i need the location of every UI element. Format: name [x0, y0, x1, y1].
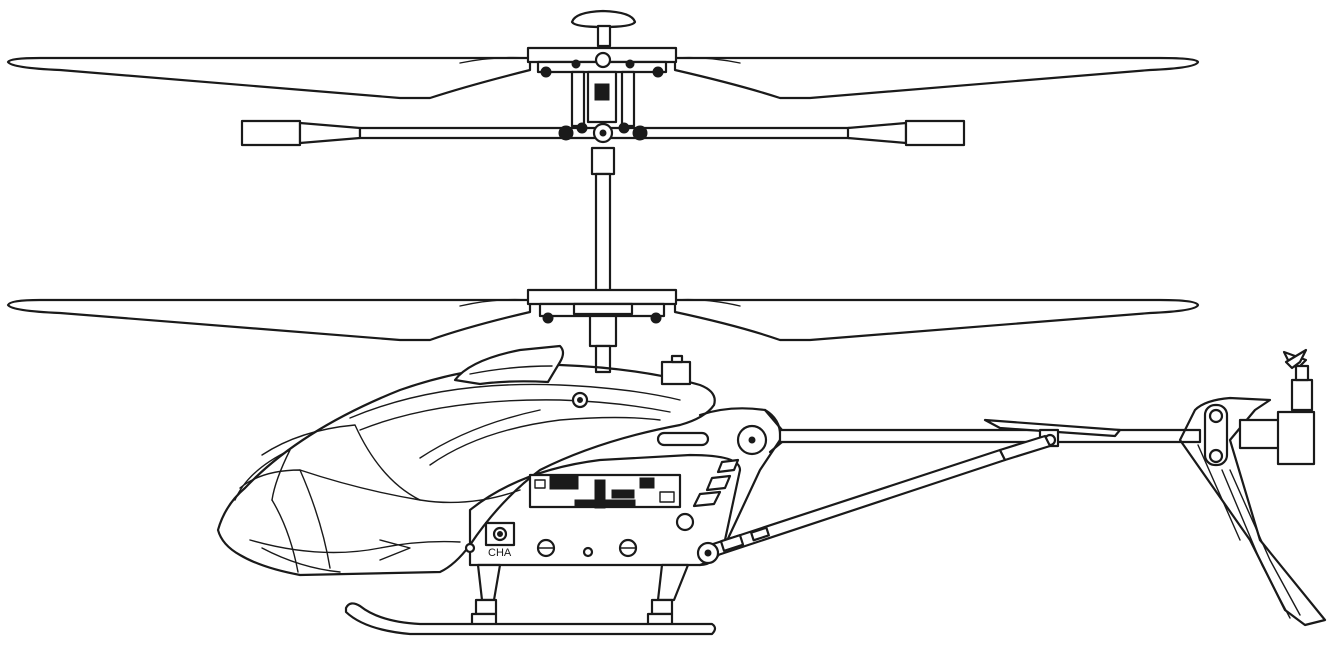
tail-strut	[696, 434, 1052, 565]
tail-fin	[1178, 396, 1327, 627]
rear-frame-plate	[692, 407, 784, 567]
main-shaft	[590, 146, 616, 294]
channel-switch-label: CHA	[488, 547, 512, 559]
flybar	[240, 119, 966, 147]
lower-rotor-hub	[526, 288, 678, 374]
upper-rotor-blades	[6, 56, 1200, 100]
channel-switch: CHA	[484, 521, 516, 559]
tail-rotor	[1238, 348, 1316, 466]
rotor-head-cap	[570, 9, 637, 48]
upper-rotor-hub	[526, 46, 678, 128]
fuselage-canopy	[216, 344, 716, 577]
landing-gear	[344, 563, 717, 636]
tail-boom	[778, 418, 1202, 448]
body-frame	[464, 453, 742, 567]
lower-rotor-blades	[6, 298, 1200, 342]
